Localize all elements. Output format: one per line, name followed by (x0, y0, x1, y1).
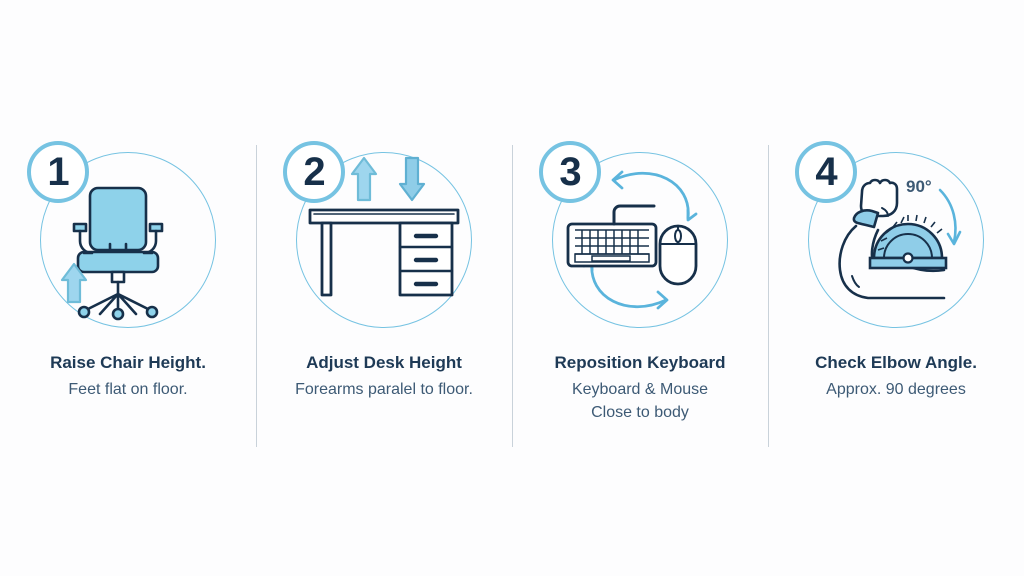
step-illustration-2: 2 (283, 141, 481, 337)
rotation-arrows-icon (582, 170, 698, 310)
illustration-ring (40, 152, 216, 328)
step-title: Check Elbow Angle. (815, 353, 977, 372)
step-divider (256, 145, 257, 447)
step-card-1: 1 Raise Chair Height. Feet flat on floor… (0, 0, 256, 576)
drawer-handles (413, 233, 439, 287)
up-arrow-icon (60, 262, 88, 304)
step-number: 2 (303, 150, 325, 194)
step-number: 1 (47, 150, 69, 194)
step-illustration-1: 1 (27, 141, 225, 337)
step-card-4: 90° 4 Check Elbow Angle. Approx. 90 degr… (768, 0, 1024, 576)
step-detail-line: Keyboard & Mouse (571, 381, 709, 398)
desk-with-up-down-arrows-icon (308, 156, 460, 297)
down-arrow-icon (398, 156, 426, 202)
illustration-ring (808, 152, 984, 328)
step-detail-line: Feet flat on floor. (68, 381, 188, 398)
step-badge-2: 2 (283, 141, 345, 203)
protractor-icon (868, 214, 948, 270)
flexed-arm-with-protractor-icon: 90° (838, 177, 962, 300)
step-detail-line: Forearms paralel to floor. (295, 381, 473, 398)
keyboard-keys (574, 229, 650, 263)
step-caption-1: Raise Chair Height. Feet flat on floor. (0, 352, 256, 401)
step-title: Adjust Desk Height (306, 353, 462, 372)
angle-arrow-icon (938, 188, 962, 246)
step-title: Raise Chair Height. (50, 353, 206, 372)
step-card-3: 3 Reposition Keyboard Keyboard & Mouse C… (512, 0, 768, 576)
step-badge-4: 4 (795, 141, 857, 203)
step-caption-4: Check Elbow Angle. Approx. 90 degrees (768, 352, 1024, 401)
step-illustration-4: 90° 4 (795, 141, 993, 337)
step-number: 3 (559, 150, 581, 194)
step-number: 4 (815, 150, 837, 194)
illustration-ring (552, 152, 728, 328)
step-badge-3: 3 (539, 141, 601, 203)
step-detail-line: Approx. 90 degrees (826, 381, 966, 398)
step-caption-2: Adjust Desk Height Forearms paralel to f… (256, 352, 512, 401)
illustration-ring (296, 152, 472, 328)
step-detail-line: Close to body (591, 404, 689, 421)
angle-annotation-label: 90° (906, 177, 932, 196)
step-divider (512, 145, 513, 447)
mouse-icon (658, 224, 698, 286)
step-title: Reposition Keyboard (554, 353, 726, 372)
office-chair-with-up-arrow-icon (60, 186, 164, 321)
keyboard-and-mouse-with-rotation-arrows-icon (566, 170, 698, 310)
up-arrow-icon (350, 156, 378, 202)
step-card-2: 2 Adjust Desk Height Forearms paralel to… (256, 0, 512, 576)
protractor-ticks (877, 214, 943, 251)
step-caption-3: Reposition Keyboard Keyboard & Mouse Clo… (512, 352, 768, 424)
step-badge-1: 1 (27, 141, 89, 203)
step-divider (768, 145, 769, 447)
step-illustration-3: 3 (539, 141, 737, 337)
